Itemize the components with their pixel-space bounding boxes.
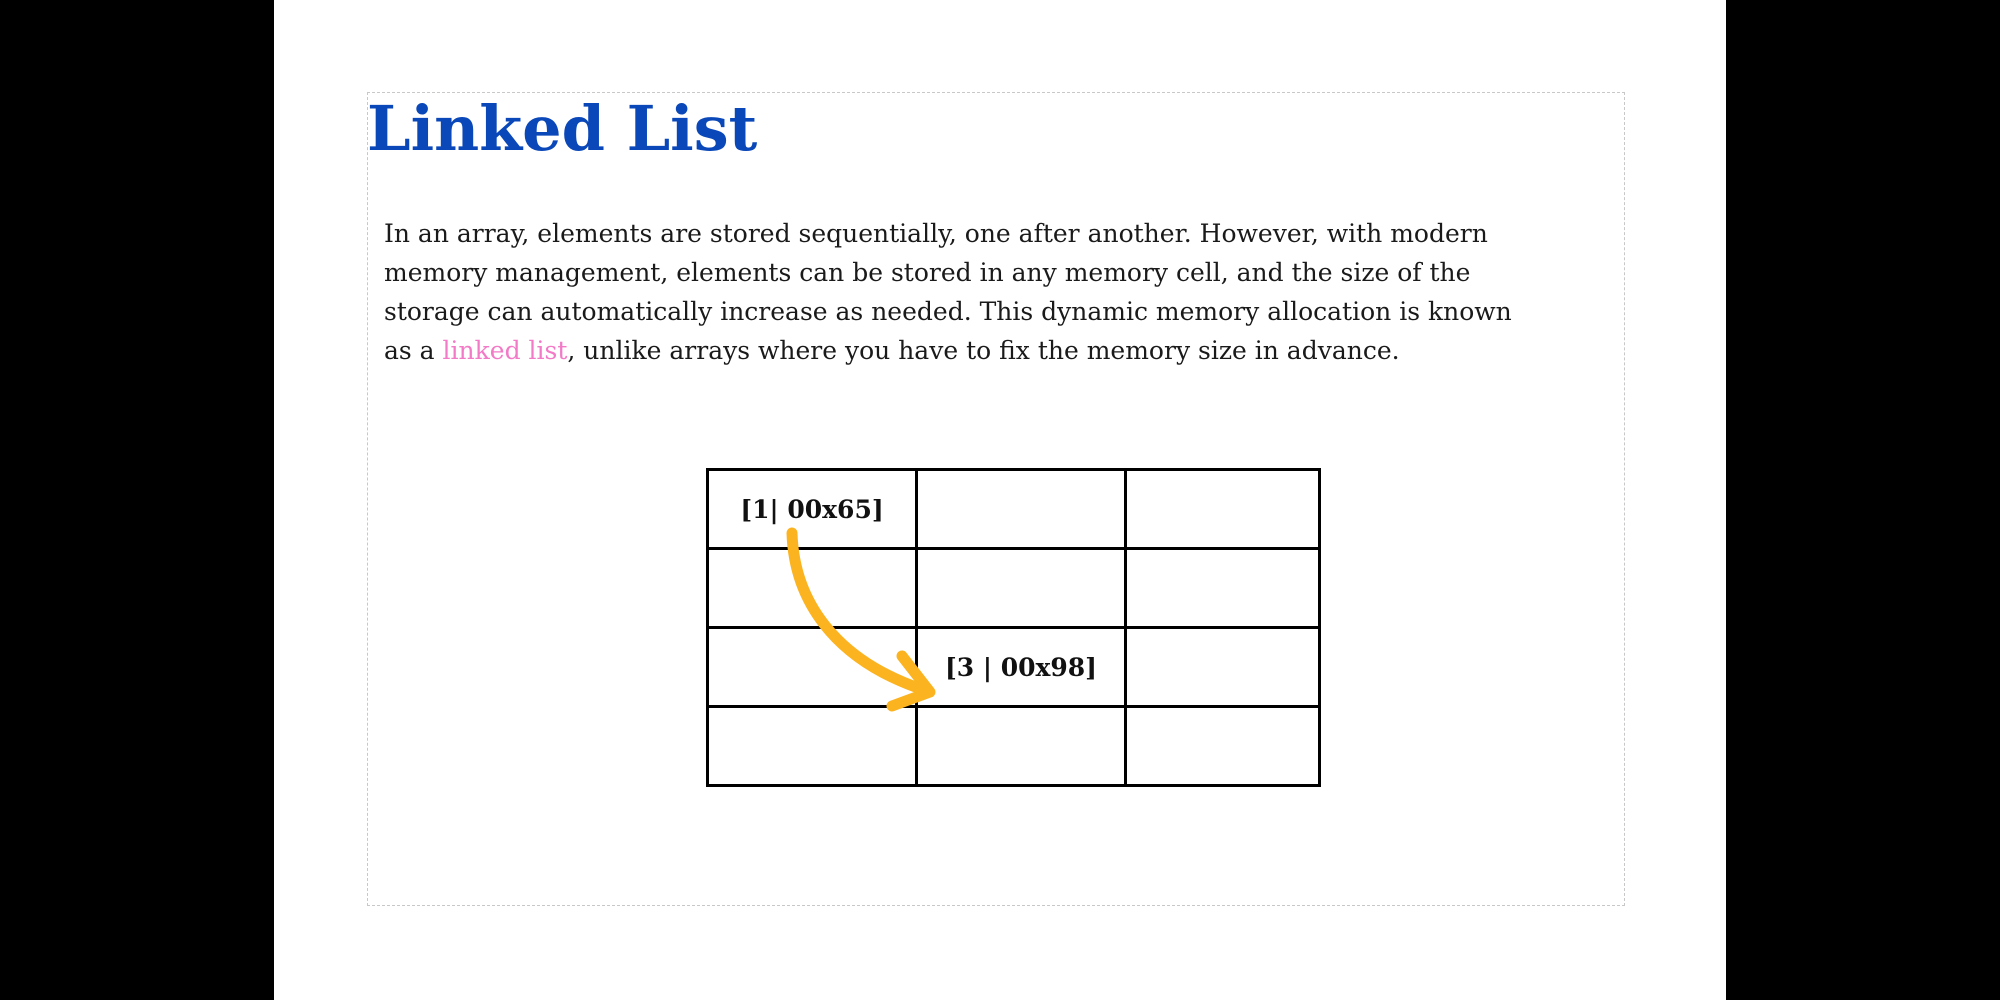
memory-grid: [1| 00x65] [3 | 00x98]: [706, 468, 1321, 787]
memory-cell: [706, 626, 918, 708]
content-frame: [367, 92, 1625, 906]
paragraph-text-after: , unlike arrays where you have to fix th…: [567, 336, 1400, 365]
memory-cell: [706, 705, 918, 787]
memory-cell: [915, 705, 1127, 787]
linked-list-link[interactable]: linked list: [442, 336, 568, 365]
memory-cell: [1| 00x65]: [706, 468, 918, 550]
paragraph-text-before: In an array, elements are stored sequent…: [384, 219, 1512, 365]
memory-cell: [915, 468, 1127, 550]
memory-cell: [915, 547, 1127, 629]
memory-cell: [3 | 00x98]: [915, 626, 1127, 708]
memory-cell: [706, 547, 918, 629]
grid-row: [3 | 00x98]: [706, 626, 1321, 708]
grid-row: [1| 00x65]: [706, 468, 1321, 550]
memory-cell: [1124, 705, 1321, 787]
memory-cell: [1124, 547, 1321, 629]
page-title: Linked List: [367, 92, 758, 165]
grid-row: [706, 547, 1321, 629]
body-paragraph: In an array, elements are stored sequent…: [384, 214, 1544, 370]
slide: Linked List In an array, elements are st…: [274, 0, 1726, 1000]
memory-cell: [1124, 468, 1321, 550]
grid-row: [706, 705, 1321, 787]
memory-cell: [1124, 626, 1321, 708]
